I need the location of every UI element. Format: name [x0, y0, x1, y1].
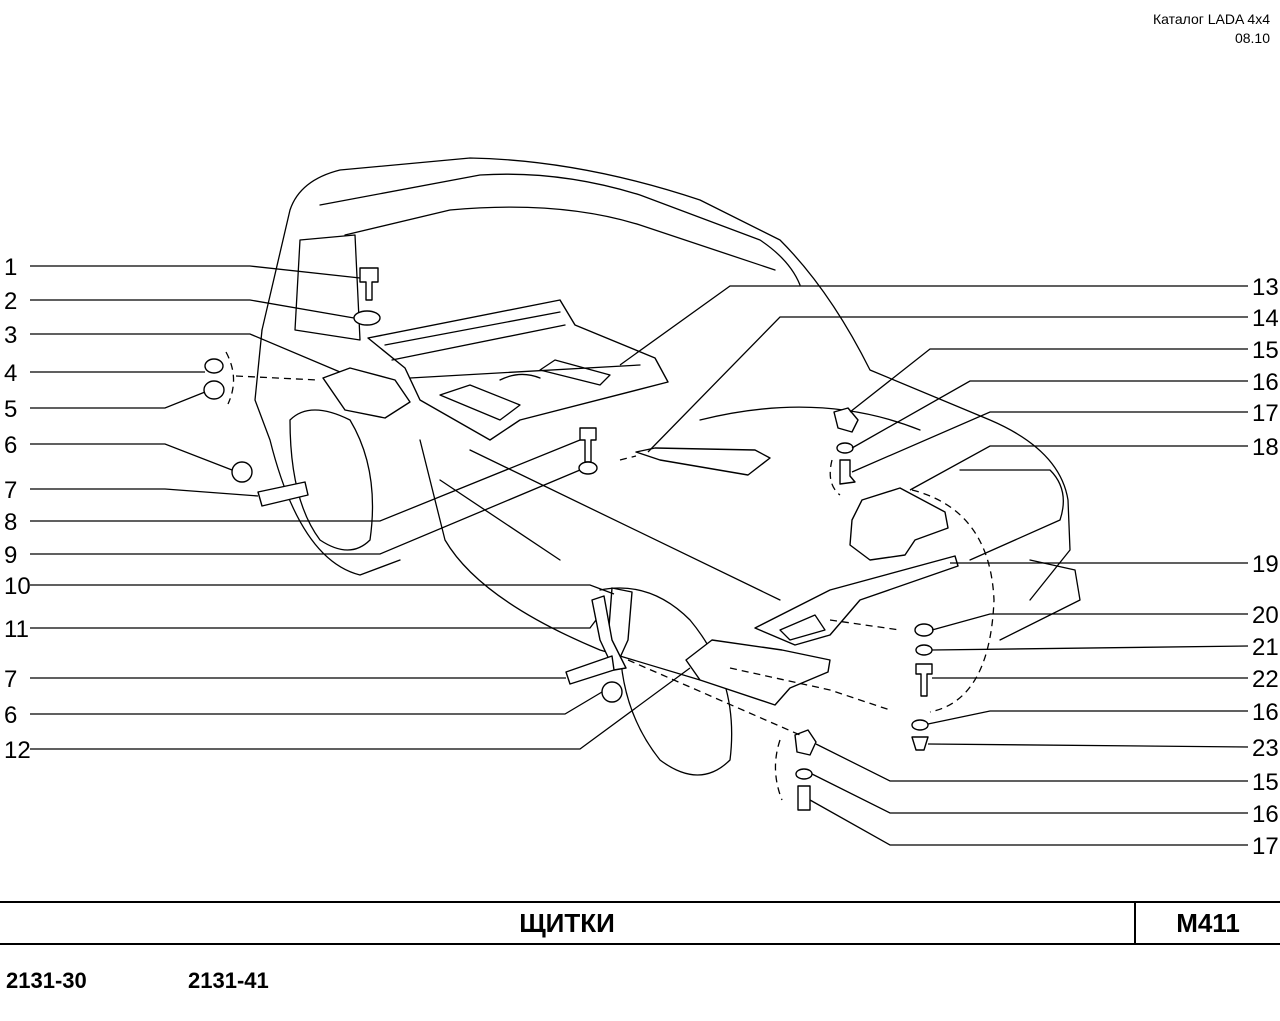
washer-21: [915, 644, 933, 656]
bracket-14: [635, 447, 771, 476]
washer-2: [353, 310, 381, 326]
callout-13: 13: [1252, 274, 1279, 301]
callout-4: 4: [4, 360, 17, 387]
callout-22: 22: [1252, 666, 1279, 693]
shield-12: [685, 639, 831, 706]
screw-17-bottom: [797, 785, 811, 811]
callout-5: 5: [4, 396, 17, 423]
callout-3: 3: [4, 322, 17, 349]
catalog-name: Каталог LADA 4x4: [1152, 11, 1270, 27]
washer-16-bottom: [795, 768, 813, 780]
callout-15-bottom: 15: [1252, 769, 1279, 796]
bolt-22: [915, 663, 933, 697]
screw-17-top: [839, 459, 856, 485]
leader-lines: [30, 265, 1249, 846]
section-title: ЩИТКИ: [519, 907, 615, 938]
bracket-15-bottom: [794, 729, 817, 756]
mud-shield-18: [849, 487, 949, 561]
callout-7-lower: 7: [4, 666, 17, 693]
section-code: M411: [1134, 903, 1280, 943]
callout-7: 7: [4, 477, 17, 504]
mudguard-11: [591, 595, 627, 671]
nut-4: [204, 358, 224, 374]
callout-16: 16: [1252, 369, 1279, 396]
plate-7-upper: [257, 481, 309, 507]
callout-10: 10: [4, 573, 31, 600]
exploded-parts-diagram: 1 2 3 4 5 6 7 8 9 10 11 7 6 12 13 14 15 …: [4, 157, 1279, 860]
catalog-date: 08.10: [1234, 30, 1270, 46]
screw-23: [911, 736, 929, 751]
callout-12: 12: [4, 737, 31, 764]
callout-6: 6: [4, 432, 17, 459]
washer-16-mid: [911, 719, 929, 731]
nut-6-lower: [601, 681, 623, 703]
callout-20: 20: [1252, 602, 1279, 629]
washer-20: [914, 623, 934, 637]
floor-panel-13: [367, 299, 669, 441]
nut-6-upper: [231, 461, 253, 483]
assembly-dashes: [225, 351, 995, 801]
bolt-1: [359, 267, 379, 301]
callout-2: 2: [4, 288, 17, 315]
plate-7-lower: [565, 655, 615, 685]
catalog-header: Каталог LADA 4x4 08.10: [1153, 10, 1270, 48]
callout-14: 14: [1252, 305, 1279, 332]
callout-15: 15: [1252, 337, 1279, 364]
callout-16-bottom: 16: [1252, 801, 1279, 828]
under-shield-19: [754, 555, 959, 646]
vehicle-body-outline: [254, 157, 1081, 776]
callout-17-bottom: 17: [1252, 833, 1279, 860]
callout-9: 9: [4, 542, 17, 569]
callout-19: 19: [1252, 551, 1279, 578]
callout-16-mid: 16: [1252, 699, 1279, 726]
washer-16-top: [836, 442, 854, 454]
callout-11: 11: [4, 616, 29, 643]
callout-21: 21: [1252, 634, 1279, 661]
callout-17: 17: [1252, 400, 1279, 427]
bracket-3: [322, 367, 411, 419]
callout-18: 18: [1252, 434, 1279, 461]
model-code-2: 2131-41: [188, 968, 269, 993]
nut-5: [203, 380, 225, 400]
model-code-1: 2131-30: [6, 968, 87, 993]
callout-6-lower: 6: [4, 702, 17, 729]
callout-23: 23: [1252, 735, 1279, 762]
title-block: ЩИТКИ M411: [0, 901, 1280, 945]
callout-1: 1: [4, 254, 17, 281]
washer-9: [578, 461, 598, 475]
bracket-15-top: [833, 407, 859, 433]
callout-8: 8: [4, 509, 17, 536]
bolt-8: [579, 427, 597, 463]
